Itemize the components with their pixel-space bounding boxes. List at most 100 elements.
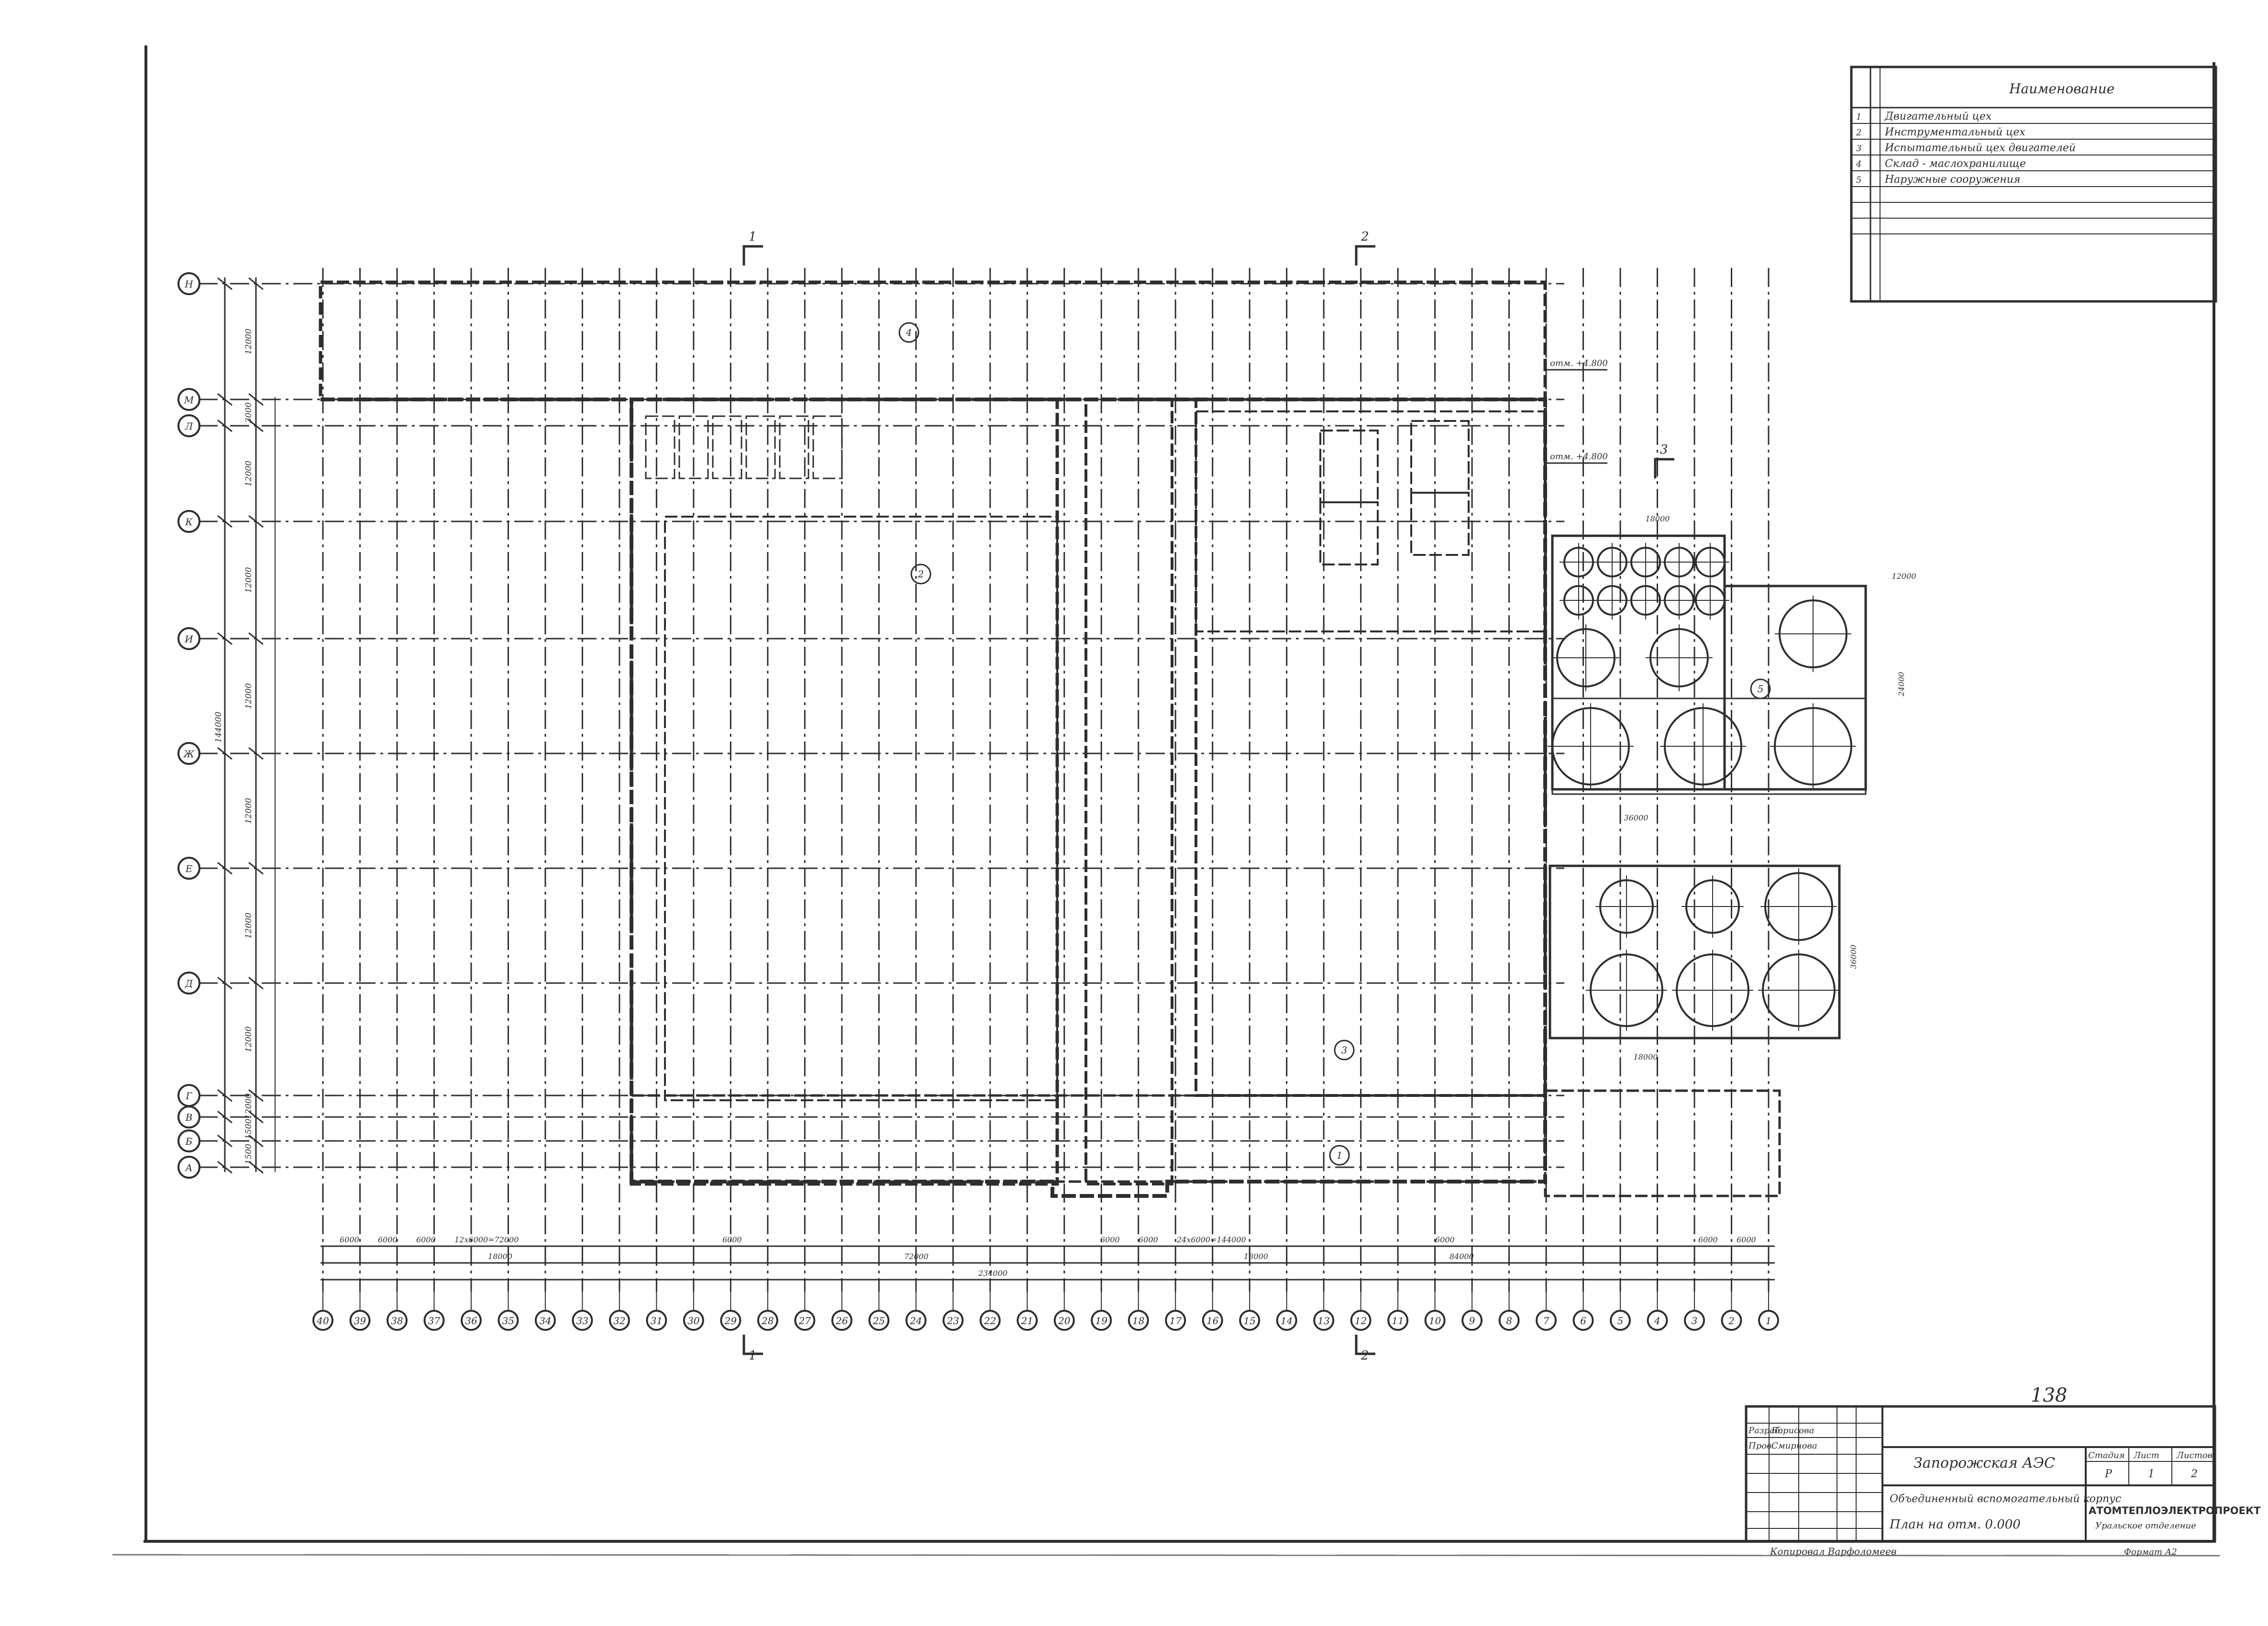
dim-tick — [248, 1134, 264, 1148]
column-axis-label: 14 — [1281, 1315, 1293, 1327]
dim-tick — [248, 976, 264, 990]
section-mark — [1654, 458, 1674, 478]
dim-tick — [217, 1134, 232, 1148]
column-axis-bubble — [1721, 1310, 1742, 1331]
dim-tick — [248, 1089, 264, 1102]
column-axis-label: 15 — [1243, 1315, 1255, 1327]
column-axis-label: 27 — [798, 1315, 811, 1327]
column-axis-bubble — [646, 1310, 667, 1331]
room — [678, 415, 709, 479]
tank-farm-north-extension — [1723, 585, 1867, 791]
row-axis-label: Е — [185, 863, 193, 874]
column-axis-bubble — [1313, 1310, 1335, 1331]
column-axis-bubble — [757, 1310, 778, 1331]
legend-item-number: 3 — [1856, 144, 1861, 154]
dim-tick — [217, 632, 232, 645]
service-rooms — [1195, 410, 1546, 632]
row-dimension-total: 144000 — [214, 711, 223, 742]
building-label: 1 — [1337, 1150, 1343, 1161]
column-axis-bubble — [534, 1310, 556, 1331]
row-dimension: 12000 — [244, 461, 254, 487]
column-axis-label: 7 — [1543, 1315, 1549, 1327]
south-strip — [630, 1094, 1547, 1183]
signature-role-1: Разраб. — [1748, 1426, 1783, 1436]
tank-farm-south — [1549, 864, 1841, 1040]
column-axis-bubble — [1610, 1310, 1631, 1331]
legend-header: Наименование — [2009, 81, 2114, 97]
column-axis-bubble — [1350, 1310, 1372, 1331]
sheets-head: Листов — [2176, 1450, 2213, 1460]
row-dimension: 1500 — [244, 1118, 254, 1139]
column-axis-label: 36 — [465, 1315, 477, 1327]
column-axis-label: 10 — [1429, 1315, 1441, 1327]
column-axis-bubble — [349, 1310, 371, 1331]
row-dimension: 12000 — [244, 913, 254, 939]
column-axis-label: 21 — [1021, 1315, 1033, 1327]
section-mark-label: 3 — [1660, 442, 1668, 457]
title-block — [1745, 1405, 2216, 1543]
column-axis-bubble — [1202, 1310, 1223, 1331]
sheet-head: Лист — [2133, 1450, 2159, 1460]
building-3-corridor — [1084, 398, 1173, 1185]
row-dimension: 12000 — [244, 567, 254, 593]
column-axis-label: 23 — [947, 1315, 959, 1327]
column-axis-label: 30 — [687, 1315, 700, 1327]
dim-tick — [217, 1110, 232, 1124]
column-axis-label: 37 — [428, 1315, 441, 1327]
legend-item-number: 2 — [1856, 128, 1861, 138]
stair-2 — [1410, 420, 1470, 494]
row-axis-bubble — [177, 1106, 200, 1128]
column-axis-label: 11 — [1392, 1315, 1404, 1327]
bottom-dimension: 24х6000=144000 — [1176, 1235, 1246, 1244]
tank-farm-north — [1548, 534, 1867, 795]
dim-tick — [248, 632, 264, 645]
dim-tick — [248, 277, 264, 290]
format-note: Формат А2 — [2124, 1547, 2177, 1557]
column-axis-bubble — [720, 1310, 741, 1331]
column-axis-label: 9 — [1469, 1315, 1475, 1327]
dim-tick — [217, 515, 232, 528]
column-axis-label: 12 — [1355, 1315, 1367, 1327]
dim-tick — [217, 419, 232, 432]
column-axis-bubble — [1091, 1310, 1112, 1331]
dim-tick — [217, 1089, 232, 1102]
row-axis-label: И — [184, 633, 193, 645]
column-axis-bubble — [1276, 1310, 1297, 1331]
stage-head: Стадия — [2088, 1450, 2125, 1460]
stage-value: Р — [2104, 1468, 2113, 1480]
column-axis-label: 29 — [724, 1315, 737, 1327]
row-axis-label: В — [185, 1112, 193, 1123]
legend-item-name: Испытательный цех двигателей — [1884, 142, 2076, 154]
column-axis-bubble — [1647, 1310, 1668, 1331]
dim-tick — [217, 862, 232, 875]
legend-item-name: Двигательный цех — [1884, 111, 1992, 122]
column-axis-bubble — [794, 1310, 816, 1331]
bottom-dimension: 6000 — [1737, 1235, 1756, 1244]
row-dimension: 12000 — [244, 329, 254, 354]
sheets-value: 2 — [2191, 1468, 2198, 1480]
column-axis-bubble — [1572, 1310, 1594, 1331]
dim-tick — [217, 747, 232, 760]
column-axis-bubble — [868, 1310, 890, 1331]
column-axis-bubble — [1461, 1310, 1483, 1331]
column-axis-bubble — [1128, 1310, 1149, 1331]
column-axis-bubble — [905, 1310, 927, 1331]
column-axis-label: 26 — [835, 1315, 848, 1327]
row-axis-bubble — [177, 857, 200, 880]
building-label: 5 — [1758, 683, 1764, 695]
column-axis-bubble — [683, 1310, 704, 1331]
stair-1 — [1319, 430, 1379, 503]
drawing-name: План на отм. 0.000 — [1889, 1517, 2021, 1532]
section-mark-label: 2 — [1361, 230, 1369, 244]
legend-item-name: Инструментальный цех — [1884, 126, 2025, 138]
bottom-dimension: 6000 — [340, 1235, 359, 1244]
column-axis-bubble — [1758, 1310, 1779, 1331]
copy-note: Копировал Варфоломеев — [1770, 1546, 1897, 1557]
row-axis-label: Д — [185, 978, 193, 989]
column-axis-bubble — [831, 1310, 852, 1331]
column-axis-bubble — [942, 1310, 964, 1331]
row-axis-label: М — [184, 394, 194, 406]
column-axis-label: 3 — [1692, 1315, 1698, 1327]
column-axis-bubble — [608, 1310, 630, 1331]
row-axis-bubble — [177, 627, 200, 650]
